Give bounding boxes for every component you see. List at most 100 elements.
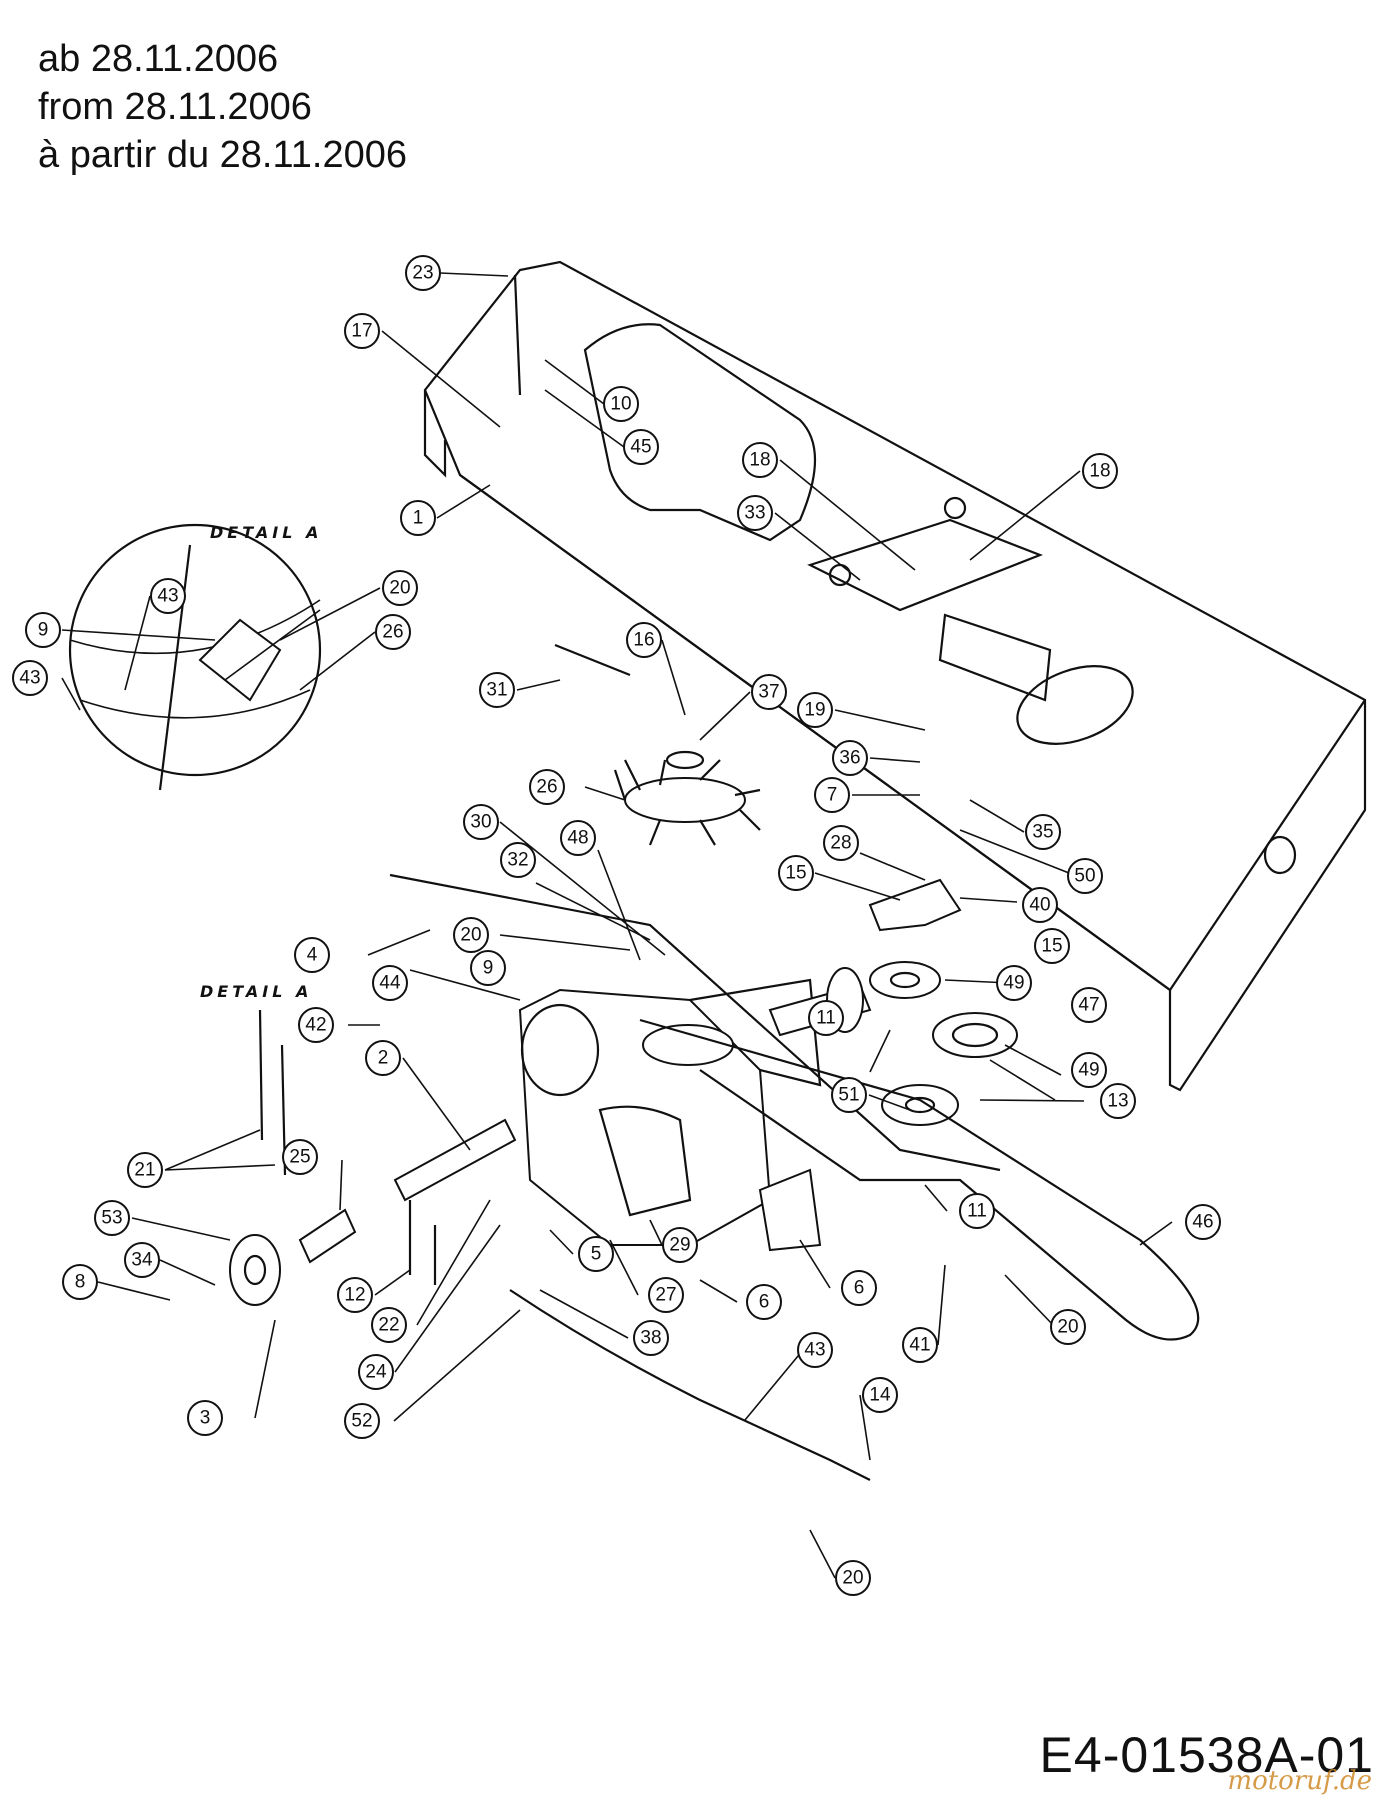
callout-number: 30 xyxy=(470,812,491,833)
callout-14[interactable]: 14 xyxy=(862,1377,898,1413)
callout-11[interactable]: 11 xyxy=(959,1193,995,1229)
detail-a-label-top: DETAIL A xyxy=(210,523,322,542)
callout-53[interactable]: 53 xyxy=(94,1200,130,1236)
callout-37[interactable]: 37 xyxy=(751,674,787,710)
callout-27[interactable]: 27 xyxy=(648,1277,684,1313)
callout-43[interactable]: 43 xyxy=(12,660,48,696)
callout-number: 40 xyxy=(1029,895,1050,916)
callout-number: 48 xyxy=(567,828,588,849)
callout-number: 52 xyxy=(351,1411,372,1432)
callout-number: 20 xyxy=(842,1568,863,1589)
callout-15[interactable]: 15 xyxy=(778,855,814,891)
callout-number: 23 xyxy=(412,263,433,284)
callout-36[interactable]: 36 xyxy=(832,740,868,776)
callout-2[interactable]: 2 xyxy=(365,1040,401,1076)
callout-45[interactable]: 45 xyxy=(623,429,659,465)
callout-number: 33 xyxy=(744,503,765,524)
callout-47[interactable]: 47 xyxy=(1071,987,1107,1023)
callout-number: 26 xyxy=(382,622,403,643)
watermark-logo: motoruf.de xyxy=(1227,1766,1372,1796)
callout-9[interactable]: 9 xyxy=(470,950,506,986)
callout-24[interactable]: 24 xyxy=(358,1354,394,1390)
callout-number: 21 xyxy=(134,1160,155,1181)
callout-26[interactable]: 26 xyxy=(375,614,411,650)
callout-28[interactable]: 28 xyxy=(823,825,859,861)
callout-30[interactable]: 30 xyxy=(463,804,499,840)
callout-8[interactable]: 8 xyxy=(62,1264,98,1300)
callout-42[interactable]: 42 xyxy=(298,1007,334,1043)
callout-33[interactable]: 33 xyxy=(737,495,773,531)
callout-13[interactable]: 13 xyxy=(1100,1083,1136,1119)
callout-number: 46 xyxy=(1192,1212,1213,1233)
callout-17[interactable]: 17 xyxy=(344,313,380,349)
callout-number: 44 xyxy=(379,973,401,994)
callout-4[interactable]: 4 xyxy=(294,937,330,973)
validity-date-german: ab 28.11.2006 xyxy=(38,38,279,80)
detail-a-label-mid: DETAIL A xyxy=(200,982,312,1001)
callout-51[interactable]: 51 xyxy=(831,1077,867,1113)
callout-6[interactable]: 6 xyxy=(746,1284,782,1320)
callout-number: 8 xyxy=(75,1272,86,1293)
callout-number: 12 xyxy=(344,1285,365,1306)
callout-number: 17 xyxy=(351,321,372,342)
callout-number: 18 xyxy=(1089,461,1110,482)
callout-29[interactable]: 29 xyxy=(662,1227,698,1263)
callout-number: 37 xyxy=(758,682,779,703)
callout-number: 9 xyxy=(38,620,49,641)
callout-20[interactable]: 20 xyxy=(453,917,489,953)
callout-number: 3 xyxy=(200,1408,211,1429)
callout-5[interactable]: 5 xyxy=(578,1236,614,1272)
callout-19[interactable]: 19 xyxy=(797,692,833,728)
callout-46[interactable]: 46 xyxy=(1185,1204,1221,1240)
callout-6[interactable]: 6 xyxy=(841,1270,877,1306)
callout-11[interactable]: 11 xyxy=(808,1000,844,1036)
callout-1[interactable]: 1 xyxy=(400,500,436,536)
callout-26[interactable]: 26 xyxy=(529,769,565,805)
callout-20[interactable]: 20 xyxy=(1050,1309,1086,1345)
callout-3[interactable]: 3 xyxy=(187,1400,223,1436)
callout-number: 45 xyxy=(630,437,651,458)
callout-44[interactable]: 44 xyxy=(372,965,408,1001)
callout-52[interactable]: 52 xyxy=(344,1403,380,1439)
callout-49[interactable]: 49 xyxy=(996,965,1032,1001)
callout-18[interactable]: 18 xyxy=(742,442,778,478)
callout-48[interactable]: 48 xyxy=(560,820,596,856)
callout-number: 29 xyxy=(669,1235,690,1256)
callout-15[interactable]: 15 xyxy=(1034,928,1070,964)
callout-10[interactable]: 10 xyxy=(603,386,639,422)
callout-32[interactable]: 32 xyxy=(500,842,536,878)
callout-20[interactable]: 20 xyxy=(382,570,418,606)
callout-35[interactable]: 35 xyxy=(1025,814,1061,850)
callout-41[interactable]: 41 xyxy=(902,1327,938,1363)
callout-34[interactable]: 34 xyxy=(124,1242,160,1278)
callout-38[interactable]: 38 xyxy=(633,1320,669,1356)
callout-number: 20 xyxy=(1057,1317,1078,1338)
callout-49[interactable]: 49 xyxy=(1071,1052,1107,1088)
callout-23[interactable]: 23 xyxy=(405,255,441,291)
shift-rod xyxy=(389,873,1001,1172)
callout-number: 15 xyxy=(1041,936,1062,957)
callout-number: 11 xyxy=(967,1201,987,1222)
cooling-fan xyxy=(613,750,761,846)
callout-25[interactable]: 25 xyxy=(282,1139,318,1175)
callout-43[interactable]: 43 xyxy=(797,1332,833,1368)
shift-cable xyxy=(509,1289,871,1481)
callout-number: 32 xyxy=(507,850,528,871)
callout-21[interactable]: 21 xyxy=(127,1152,163,1188)
callout-18[interactable]: 18 xyxy=(1082,453,1118,489)
callout-7[interactable]: 7 xyxy=(814,777,850,813)
callout-20[interactable]: 20 xyxy=(835,1560,871,1596)
callout-12[interactable]: 12 xyxy=(337,1277,373,1313)
callout-number: 53 xyxy=(101,1208,122,1229)
callout-number: 10 xyxy=(610,394,631,415)
callout-22[interactable]: 22 xyxy=(371,1307,407,1343)
callout-43[interactable]: 43 xyxy=(150,578,186,614)
callout-16[interactable]: 16 xyxy=(626,622,662,658)
callout-50[interactable]: 50 xyxy=(1067,858,1103,894)
callout-40[interactable]: 40 xyxy=(1022,887,1058,923)
pulleys xyxy=(642,878,1018,1126)
callout-9[interactable]: 9 xyxy=(25,612,61,648)
callout-31[interactable]: 31 xyxy=(479,672,515,708)
callout-number: 34 xyxy=(131,1250,153,1271)
